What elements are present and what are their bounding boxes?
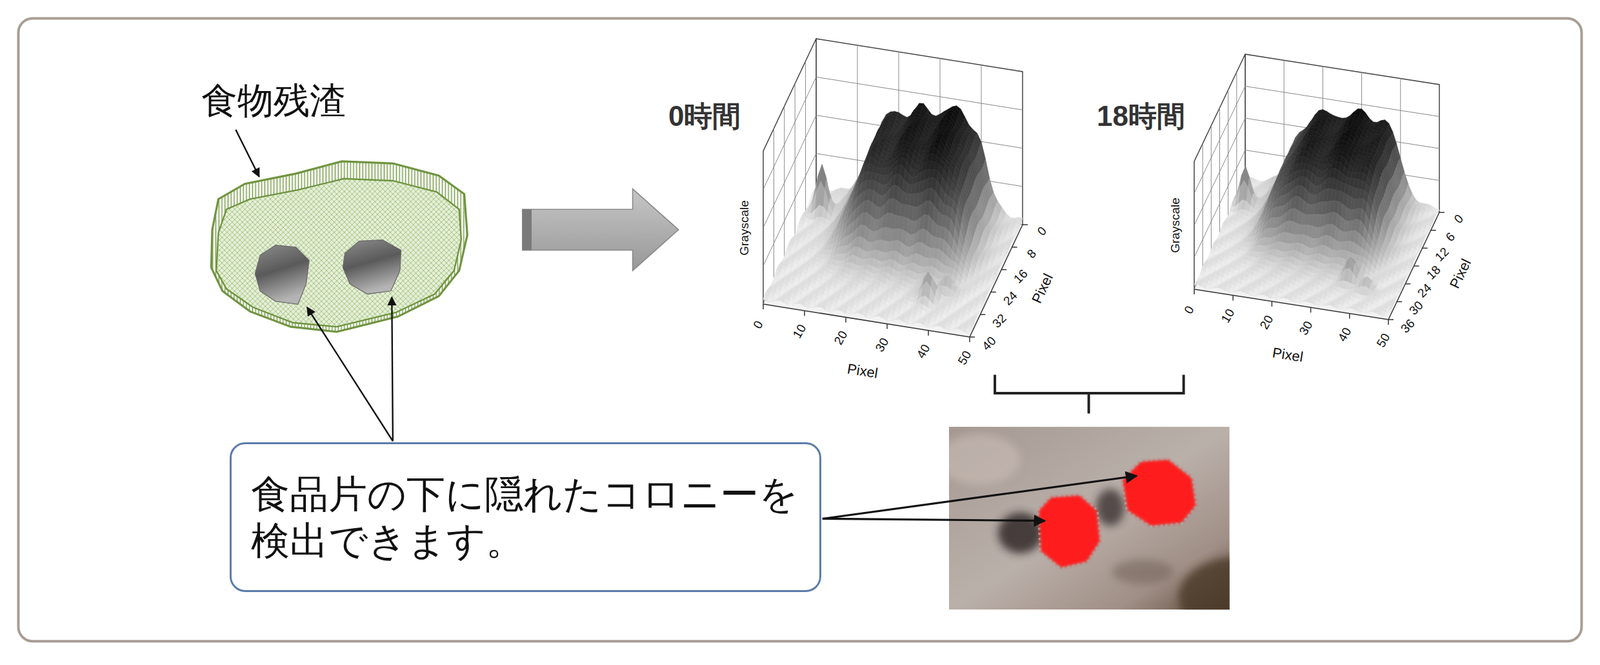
surface-plots <box>763 38 1445 342</box>
process-arrow-edge <box>522 209 532 250</box>
leader-line <box>391 296 393 441</box>
bracket <box>994 374 1184 413</box>
surface-plot <box>763 38 1028 342</box>
colony-photo <box>938 426 1301 638</box>
photo-smudge <box>1096 489 1125 526</box>
photo-shadow <box>1178 556 1302 639</box>
leader-line <box>235 129 259 177</box>
photo-smudge <box>998 512 1044 553</box>
process-arrow <box>522 189 679 271</box>
food-surface <box>216 178 462 327</box>
photo-patch <box>938 433 1021 485</box>
photo-smudge <box>1112 559 1174 584</box>
